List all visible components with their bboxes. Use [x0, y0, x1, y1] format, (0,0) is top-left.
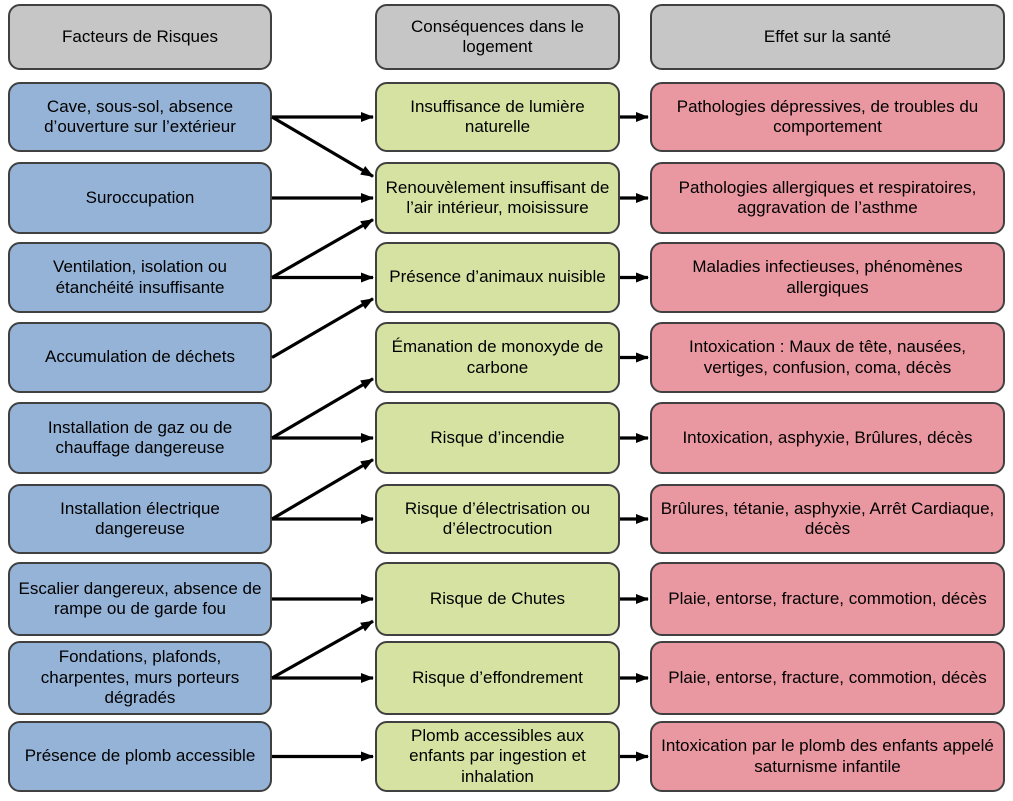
effect-box-7: Plaie, entorse, fracture, commotion, déc…	[650, 641, 1005, 715]
effect-box-6: Plaie, entorse, fracture, commotion, déc…	[650, 562, 1005, 636]
consequence-box-8: Plomb accessibles aux enfants par ingest…	[375, 721, 620, 792]
effect-box-5: Brûlures, tétanie, asphyxie, Arrêt Cardi…	[650, 484, 1005, 554]
consequence-box-3: Émanation de monoxyde de carbone	[375, 322, 620, 393]
risk-box-6: Escalier dangereux, absence de rampe ou …	[8, 562, 272, 636]
consequence-box-2: Présence d’animaux nuisible	[375, 242, 620, 313]
effect-box-2: Maladies infectieuses, phénomènes allerg…	[650, 242, 1005, 313]
risk-box-3: Accumulation de déchets	[8, 322, 272, 393]
risk-box-8: Présence de plomb accessible	[8, 721, 272, 792]
column-header-risks: Facteurs de Risques	[8, 4, 272, 70]
effect-box-3: Intoxication : Maux de tête, nausées, ve…	[650, 322, 1005, 393]
consequence-box-7: Risque d’effondrement	[375, 641, 620, 715]
effect-box-8: Intoxication par le plomb des enfants ap…	[650, 721, 1005, 792]
column-header-effects: Effet sur la santé	[650, 4, 1005, 70]
risk-box-0: Cave, sous-sol, absence d’ouverture sur …	[8, 82, 272, 152]
risk-box-4: Installation de gaz ou de chauffage dang…	[8, 402, 272, 474]
effect-box-1: Pathologies allergiques et respiratoires…	[650, 162, 1005, 234]
risk-box-5: Installation électrique dangereuse	[8, 484, 272, 554]
consequence-box-0: Insuffisance de lumière naturelle	[375, 82, 620, 152]
effect-box-0: Pathologies dépressives, de troubles du …	[650, 82, 1005, 152]
consequence-box-1: Renouvèlement insuffisant de l’air intér…	[375, 162, 620, 234]
column-header-consequences: Conséquences dans le logement	[375, 4, 620, 70]
effect-box-4: Intoxication, asphyxie, Brûlures, décès	[650, 402, 1005, 474]
consequence-box-6: Risque de Chutes	[375, 562, 620, 636]
consequence-box-4: Risque d’incendie	[375, 402, 620, 474]
risk-box-7: Fondations, plafonds, charpentes, murs p…	[8, 641, 272, 715]
risk-box-1: Suroccupation	[8, 162, 272, 234]
risk-box-2: Ventilation, isolation ou étanchéité ins…	[8, 242, 272, 313]
consequence-box-5: Risque d’électrisation ou d’électrocutio…	[375, 484, 620, 554]
